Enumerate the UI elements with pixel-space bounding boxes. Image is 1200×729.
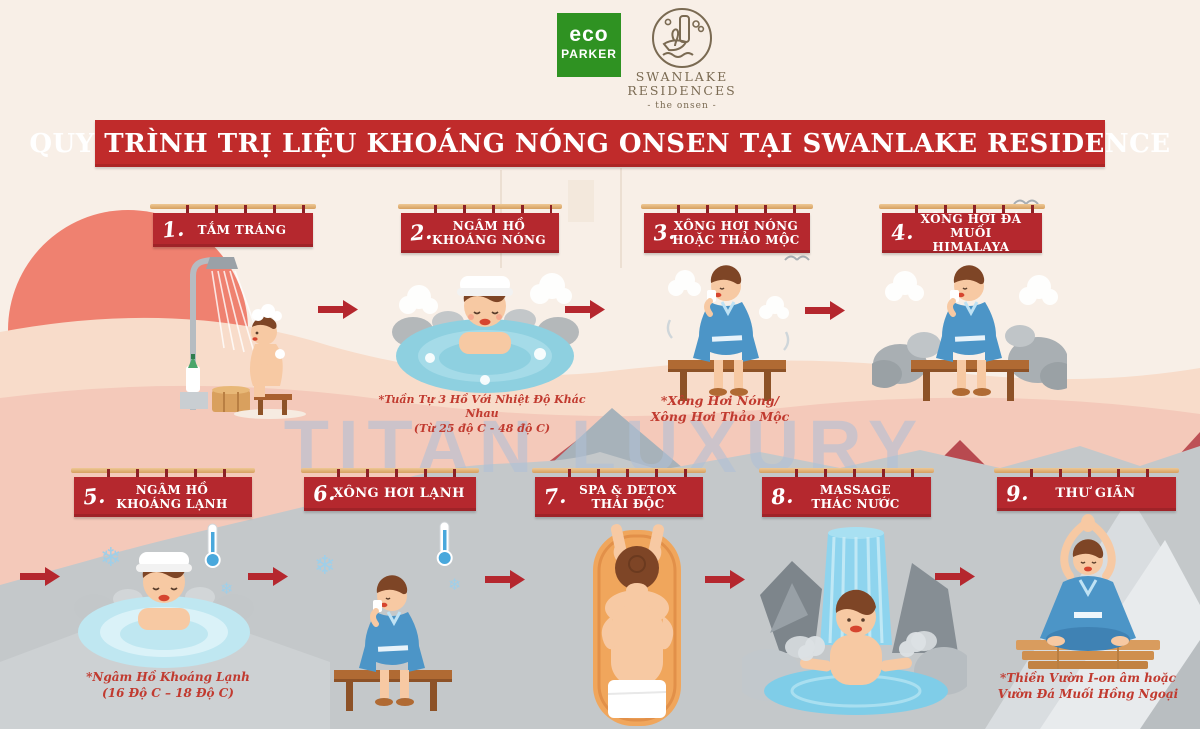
step-number: 9. — [1004, 479, 1030, 507]
step-4-illustration — [872, 265, 1067, 401]
wooden-bucket-icon — [212, 386, 250, 412]
soap-bottle-icon — [186, 354, 200, 392]
flow-arrow — [705, 570, 745, 589]
step-3-illustration — [666, 265, 790, 401]
flow-arrow — [935, 567, 975, 586]
step-label: THƯ GIÃN — [1055, 486, 1136, 502]
brand-name-line2: RESIDENCES — [627, 83, 737, 99]
steam-icon — [885, 271, 1058, 305]
snowflake-icon: ❄ — [314, 551, 336, 581]
banner-ties — [160, 205, 306, 216]
step-number: 7. — [542, 482, 568, 510]
wooden-bench-icon — [911, 360, 1029, 401]
brand-tagline: - the onsen - — [647, 100, 717, 111]
shower-icon — [180, 257, 264, 410]
step-number: 5. — [81, 482, 107, 510]
plunge-pool — [764, 667, 948, 715]
step-9-illustration — [1016, 514, 1160, 669]
banner-ties — [542, 469, 696, 480]
salt-rocks — [872, 325, 1067, 390]
bathing-person — [234, 304, 306, 419]
banner-ties — [769, 469, 924, 480]
banner-ties — [311, 469, 469, 480]
banner-ties — [1004, 469, 1169, 480]
banner-ties — [408, 205, 552, 216]
step-number: 3. — [651, 218, 677, 246]
dark-corner — [1140, 640, 1200, 729]
meditating-person — [1040, 514, 1136, 651]
thermometer-icon — [436, 521, 453, 566]
step-number: 6. — [311, 479, 337, 507]
title-banner: QUY TRÌNH TRỊ LIỆU KHOÁNG NÓNG ONSEN TẠI… — [29, 120, 1170, 167]
step-number: 8. — [769, 482, 795, 510]
thermometer-icon — [204, 523, 221, 568]
steam-icon — [399, 273, 572, 314]
step-7-illustration — [593, 524, 681, 726]
soaking-person — [425, 276, 546, 385]
swanlake-logo: SWANLAKE RESIDENCES - the onsen - — [620, 6, 744, 111]
flow-arrow — [318, 300, 358, 319]
snowflake-icon: ❄ — [448, 575, 461, 594]
flow-arrow — [565, 300, 605, 319]
flow-arrow — [805, 301, 845, 320]
flow-arrow — [485, 570, 525, 589]
steam-icon — [668, 270, 789, 319]
flow-arrow — [248, 567, 288, 586]
page-title: QUY TRÌNH TRỊ LIỆU KHOÁNG NÓNG ONSEN TẠI… — [29, 128, 1171, 159]
step-number: 1. — [160, 215, 186, 243]
waterfall-rocks — [760, 561, 958, 653]
step-number: 2. — [408, 218, 434, 246]
robed-person — [936, 265, 1002, 396]
bird-icon — [784, 199, 1039, 261]
cold-pool — [78, 596, 250, 668]
steam-wisp — [666, 319, 790, 351]
snowflake-icon: ❄ — [100, 543, 122, 573]
masseuse-hands — [610, 524, 665, 564]
step-number: 4. — [889, 218, 915, 246]
flow-arrow — [20, 567, 60, 586]
step-label: TẮM TRÁNG — [197, 222, 287, 237]
step-1-illustration — [180, 257, 306, 419]
brand-name-line1: SWANLAKE — [635, 69, 729, 84]
robed-person — [359, 575, 425, 706]
banner-ties — [81, 469, 245, 480]
swan-emblem-icon — [652, 8, 712, 68]
eco-logo-subtext: PARKER — [561, 47, 617, 61]
step-5-illustration: ❄ ❄ — [74, 523, 254, 668]
snowflake-icon: ❄ — [220, 579, 233, 598]
soaking-person — [136, 552, 192, 630]
step-2-caption: *Tuần Tự 3 Hồ Với Nhiệt Độ Khác Nhau(Từ … — [378, 393, 586, 435]
waterfall-person — [800, 589, 912, 685]
step-6-illustration: ❄ ❄ — [314, 521, 461, 711]
eco-parker-logo: eco PARKER — [557, 13, 621, 77]
step-2-illustration — [392, 273, 579, 393]
eco-logo-text: eco — [569, 23, 609, 46]
massaged-person — [601, 546, 674, 718]
step-5-caption: *Ngâm Hồ Khoáng Lạnh(16 Độ C – 18 Độ C) — [86, 670, 250, 700]
wooden-bench-icon — [668, 360, 786, 401]
wooden-bench-icon — [334, 670, 452, 711]
step-8-illustration — [742, 527, 967, 715]
step-3-caption: *Xông Hơi Nóng/Xông Hơi Thảo Mộc — [650, 393, 790, 425]
step-label: XÔNG HƠI LẠNH — [333, 486, 465, 502]
robed-person — [693, 265, 759, 396]
banner-ties — [889, 205, 1035, 216]
steam-icon — [798, 632, 926, 661]
banner-ties — [651, 205, 803, 216]
